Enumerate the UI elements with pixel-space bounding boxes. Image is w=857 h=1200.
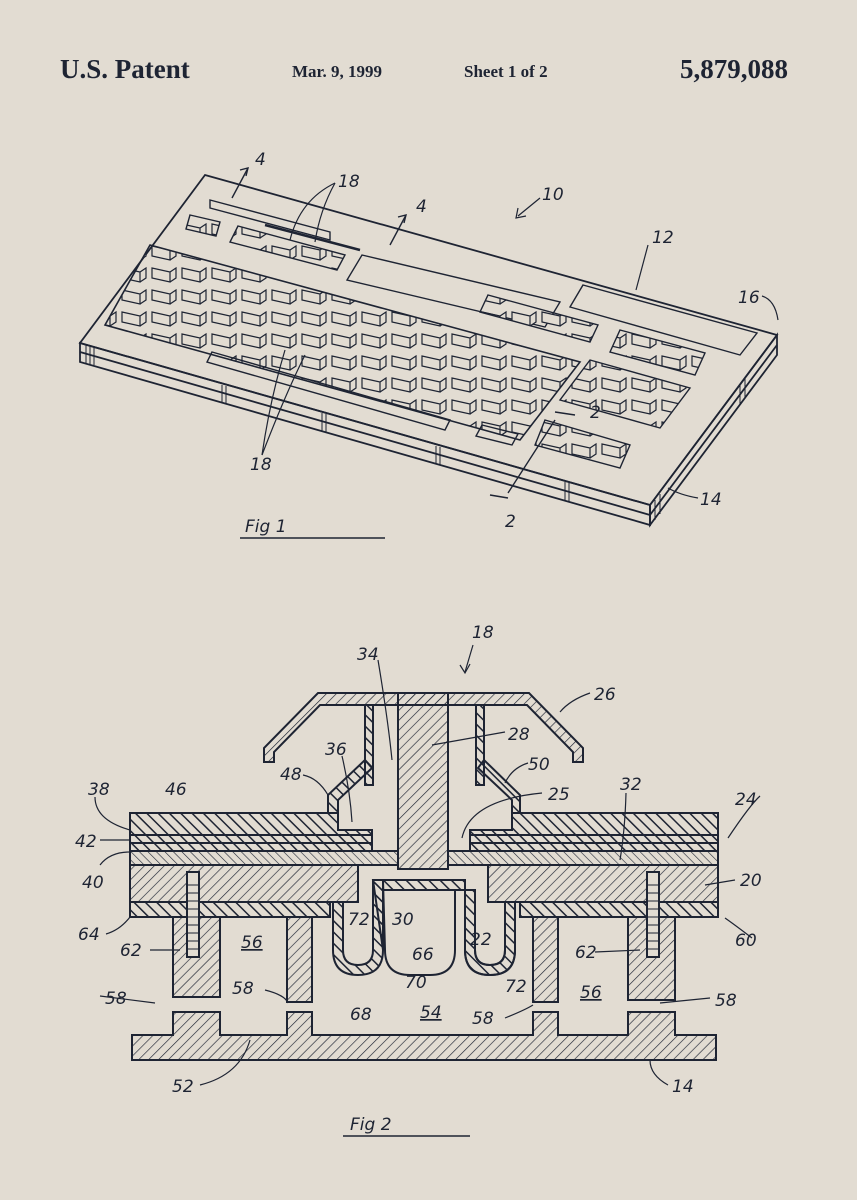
patent-number: 5,879,088 bbox=[680, 54, 788, 84]
fig1-keyboard bbox=[78, 167, 779, 528]
label-12: 12 bbox=[652, 228, 674, 248]
label-24: 24 bbox=[735, 790, 757, 810]
label-28: 28 bbox=[508, 725, 530, 745]
label-62-left: 62 bbox=[120, 941, 142, 961]
label-66: 66 bbox=[412, 945, 434, 965]
label-70: 70 bbox=[405, 973, 427, 993]
label-42: 42 bbox=[75, 832, 97, 852]
label-16: 16 bbox=[738, 288, 760, 308]
label-26: 26 bbox=[594, 685, 616, 705]
section-2a: 2 bbox=[505, 512, 516, 532]
fig2-leaders bbox=[94, 644, 761, 1086]
label-58-c: 58 bbox=[472, 1009, 494, 1029]
label-10: 10 bbox=[542, 185, 564, 205]
label-64: 64 bbox=[78, 925, 100, 945]
label-56-left: 56 bbox=[241, 933, 263, 953]
label-68: 68 bbox=[350, 1005, 372, 1025]
label-18: 18 bbox=[472, 623, 494, 643]
label-58-a: 58 bbox=[105, 989, 127, 1009]
label-62-right: 62 bbox=[575, 943, 597, 963]
patent-date: Mar. 9, 1999 bbox=[292, 62, 383, 81]
label-72-right: 72 bbox=[505, 977, 527, 997]
label-32: 32 bbox=[620, 775, 642, 795]
patent-title: U.S. Patent bbox=[60, 54, 190, 84]
label-30: 30 bbox=[392, 910, 414, 930]
label-14: 14 bbox=[700, 490, 722, 510]
label-48: 48 bbox=[280, 765, 302, 785]
label-18-top: 18 bbox=[338, 172, 360, 192]
label-50: 50 bbox=[528, 755, 550, 775]
label-36: 36 bbox=[325, 740, 347, 760]
label-20: 20 bbox=[740, 871, 762, 891]
label-25: 25 bbox=[548, 785, 570, 805]
sheet-indicator: Sheet 1 of 2 bbox=[464, 62, 548, 81]
label-72-left: 72 bbox=[348, 910, 370, 930]
label-60: 60 bbox=[735, 931, 757, 951]
fig2-caption: Fig 2 bbox=[350, 1115, 392, 1135]
label-14-base: 14 bbox=[672, 1077, 694, 1097]
label-22: 22 bbox=[470, 930, 492, 950]
label-40: 40 bbox=[82, 873, 104, 893]
label-54: 54 bbox=[420, 1003, 442, 1023]
label-52: 52 bbox=[172, 1077, 194, 1097]
label-46: 46 bbox=[165, 780, 187, 800]
section-2b: 2 bbox=[590, 403, 601, 423]
fig1-caption: Fig 1 bbox=[245, 517, 287, 537]
label-38: 38 bbox=[88, 780, 110, 800]
label-34: 34 bbox=[357, 645, 379, 665]
label-56-right: 56 bbox=[580, 983, 602, 1003]
section-4b: 4 bbox=[416, 197, 427, 217]
label-58-d: 58 bbox=[715, 991, 737, 1011]
section-4a: 4 bbox=[255, 150, 266, 170]
label-18-bottom: 18 bbox=[250, 455, 272, 475]
fig2-cross-section bbox=[129, 692, 719, 1061]
label-58-b: 58 bbox=[232, 979, 254, 999]
